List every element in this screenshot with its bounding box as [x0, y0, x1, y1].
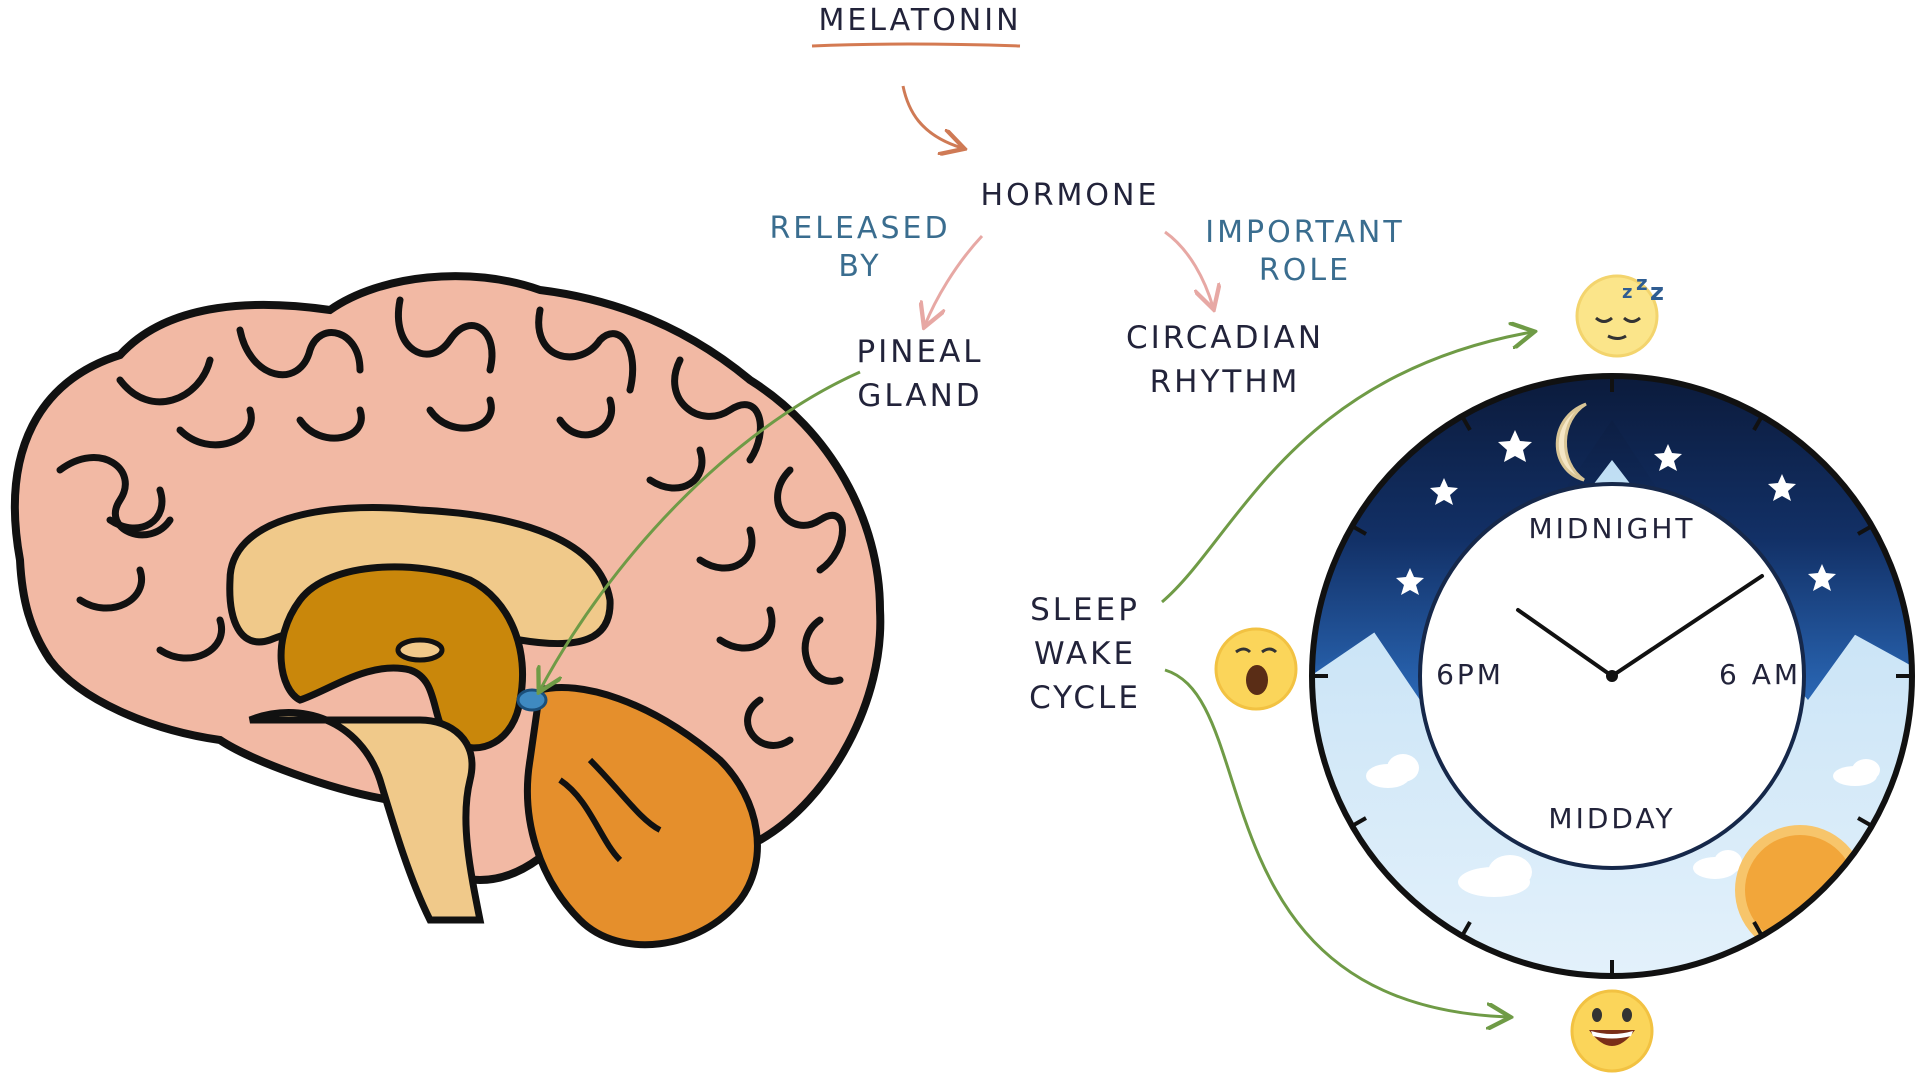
- hormone-to-circadian-arrow: [1164, 230, 1213, 307]
- yawning-face-icon: [1214, 627, 1298, 711]
- sleep-wake-cycle-node: SLEEP WAKE CYCLE: [1029, 592, 1141, 716]
- clock-label-6am: 6 AM: [1718, 658, 1802, 691]
- clock-label-midday: MIDDAY: [1548, 802, 1676, 835]
- important-role-label: IMPORTANT ROLE: [1205, 215, 1405, 288]
- hormone-to-pineal-arrow: [925, 234, 984, 325]
- hour-hand: [1516, 608, 1614, 678]
- clock-label-midnight: MIDNIGHT: [1528, 512, 1696, 545]
- sleeping-face-icon: z z z: [1575, 271, 1664, 358]
- pineal-gland-marker: [516, 688, 548, 712]
- smiling-face-icon: [1570, 989, 1654, 1073]
- title: MELATONIN: [818, 3, 1022, 38]
- brain-icon: [10, 272, 885, 949]
- pineal-to-brain-arrow: [540, 370, 861, 690]
- clock-label-6pm: 6PM: [1436, 658, 1504, 691]
- minute-hand: [1610, 574, 1764, 678]
- moon-icon: [1555, 402, 1587, 482]
- title-to-hormone-arrow: [901, 85, 962, 148]
- sleep-arrow: [1161, 332, 1532, 604]
- released-by-label: RELEASED BY: [769, 211, 951, 284]
- pineal-gland-node: PINEAL GLAND: [856, 334, 984, 414]
- star-icon: [1396, 430, 1836, 595]
- cloud-icon: [1366, 754, 1880, 897]
- svg-text:z: z: [1622, 282, 1632, 303]
- circadian-clock: [1309, 373, 1915, 979]
- svg-text:z: z: [1636, 271, 1648, 295]
- title-underline: [811, 42, 1021, 48]
- hormone-node: HORMONE: [980, 178, 1160, 213]
- wake-arrow: [1164, 668, 1508, 1017]
- svg-text:z: z: [1650, 278, 1664, 306]
- circadian-rhythm-node: CIRCADIAN RHYTHM: [1125, 320, 1325, 400]
